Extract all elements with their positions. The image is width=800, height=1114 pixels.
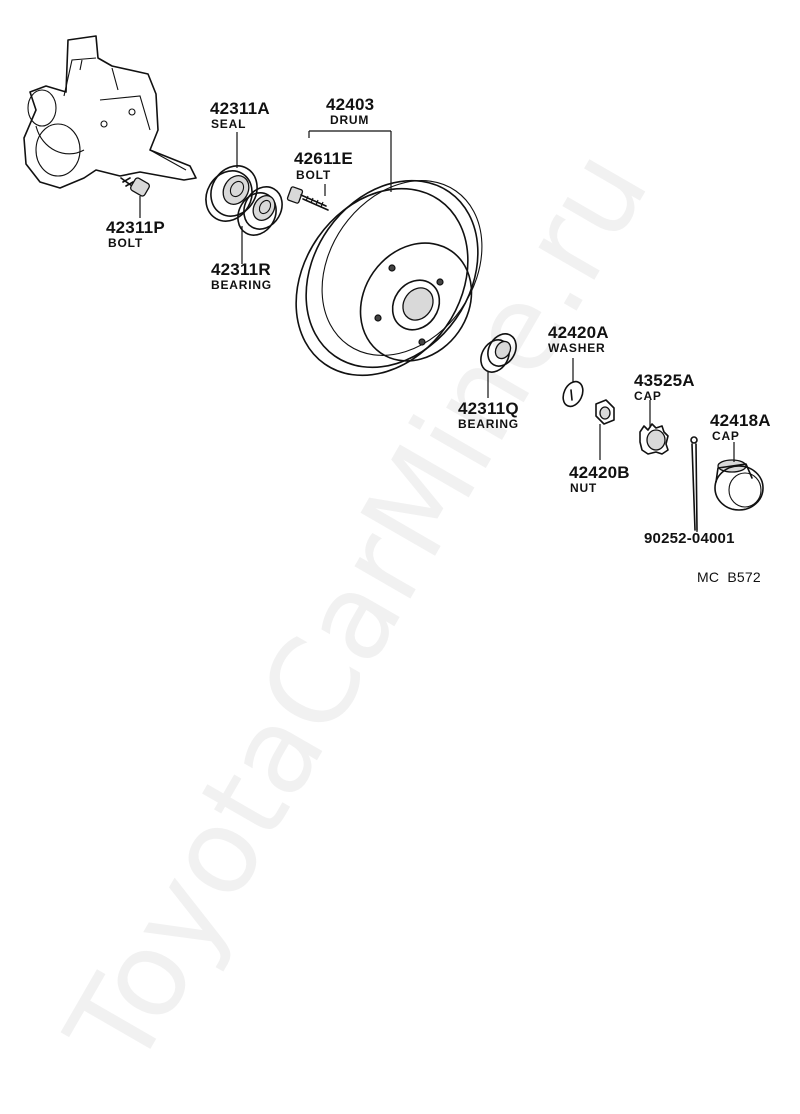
bolt-42611e-drawing — [286, 186, 329, 211]
part-name-washer: WASHER — [548, 341, 606, 355]
part-name-drum: DRUM — [330, 113, 370, 127]
nut-42420b-drawing — [595, 399, 615, 425]
steering-knuckle-drawing — [23, 35, 197, 189]
part-name-bolt-42311p: BOLT — [108, 236, 143, 250]
part-name-cap-43525a: CAP — [634, 389, 662, 403]
part-name-bolt-42611e: BOLT — [296, 168, 331, 182]
seal-42311a-drawing — [205, 165, 258, 222]
part-name-bearing-42311q: BEARING — [458, 417, 519, 431]
bearing-42311q-drawing — [480, 333, 517, 373]
cotter-pin-90252-04001-drawing — [690, 436, 698, 531]
part-number-42418a: 42418A — [710, 411, 771, 430]
grease-cap-42418a-drawing — [714, 459, 764, 511]
part-name-seal: SEAL — [211, 117, 247, 131]
part-number-42420b: 42420B — [569, 463, 630, 482]
part-name-nut: NUT — [570, 481, 598, 495]
bearing-42311r-drawing — [237, 186, 283, 236]
part-number-43525a: 43525A — [634, 371, 695, 390]
diagram-code: MC B572 — [697, 569, 761, 585]
part-name-cap-42418a: CAP — [712, 429, 740, 443]
washer-42420a-drawing — [562, 380, 584, 408]
part-number-42611e: 42611E — [294, 149, 353, 168]
part-number-42403: 42403 — [326, 95, 375, 114]
part-name-bearing-42311r: BEARING — [211, 278, 272, 292]
leader-lines — [139, 130, 735, 532]
part-number-90252-04001: 90252-04001 — [644, 530, 735, 547]
part-number-42311r: 42311R — [211, 260, 271, 279]
lock-cap-43525a-drawing — [639, 423, 669, 455]
part-number-42311a: 42311A — [210, 99, 270, 118]
brake-drum-42403-drawing — [295, 179, 483, 377]
part-number-42311q: 42311Q — [458, 399, 519, 418]
part-number-42311p: 42311P — [106, 218, 165, 237]
bolt-42311p-drawing — [120, 177, 150, 197]
part-number-42420a: 42420A — [548, 323, 609, 342]
